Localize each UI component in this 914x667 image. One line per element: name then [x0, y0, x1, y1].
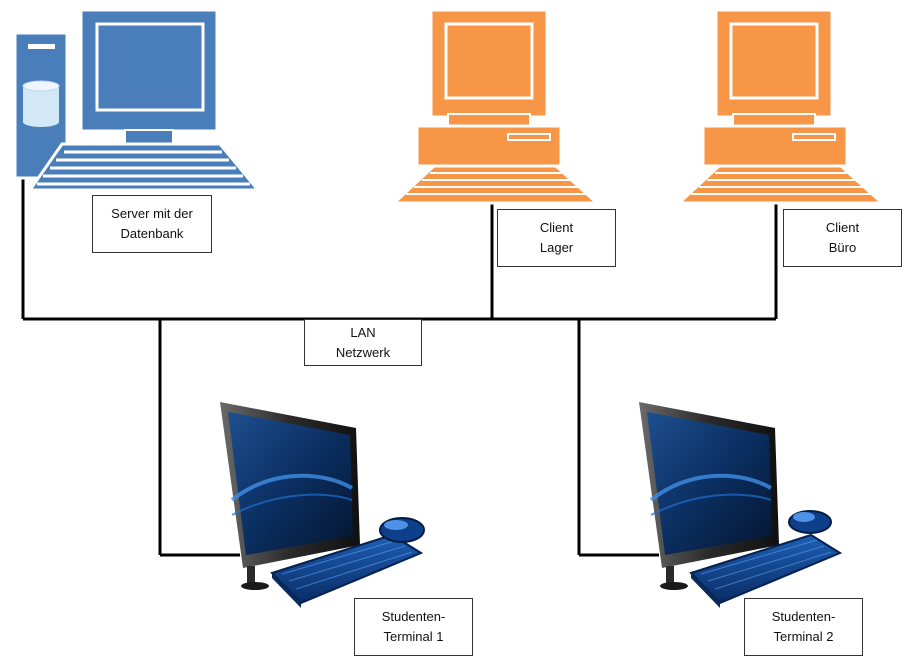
client-computer-icon: [675, 8, 886, 205]
all-in-one-terminal-icon: [639, 402, 843, 608]
terminal-2-label-line-1: Studenten-: [771, 609, 836, 624]
client-buero-label: Client Büro: [783, 209, 902, 267]
client-lager-label-line-2: Lager: [539, 240, 574, 255]
lan-network-label-line-2: Netzwerk: [335, 344, 391, 360]
terminal-2-label: Studenten- Terminal 2: [744, 598, 863, 656]
all-in-one-terminal-icon: [220, 402, 425, 608]
client-buero-label-line-2: Büro: [828, 240, 857, 255]
server-label-line-1: Server mit der: [111, 206, 193, 221]
terminal-1-label-line-1: Studenten-: [381, 609, 446, 624]
client-lager-label-line-1: Client: [539, 220, 574, 235]
client-buero-label-line-1: Client: [825, 220, 860, 235]
terminal-1-label-line-2: Terminal 1: [383, 629, 444, 644]
client-computer-icon: [390, 8, 601, 205]
client-lager-label: Client Lager: [497, 209, 616, 267]
server-computer-icon: [13, 8, 262, 192]
server-label-line-2: Datenbank: [120, 226, 184, 241]
lan-network-label-line-1: LAN: [350, 324, 376, 340]
terminal-2-label-line-2: Terminal 2: [773, 629, 834, 644]
server-label: Server mit der Datenbank: [92, 195, 212, 253]
lan-network-label: LAN Netzwerk: [304, 319, 422, 366]
terminal-1-label: Studenten- Terminal 1: [354, 598, 473, 656]
